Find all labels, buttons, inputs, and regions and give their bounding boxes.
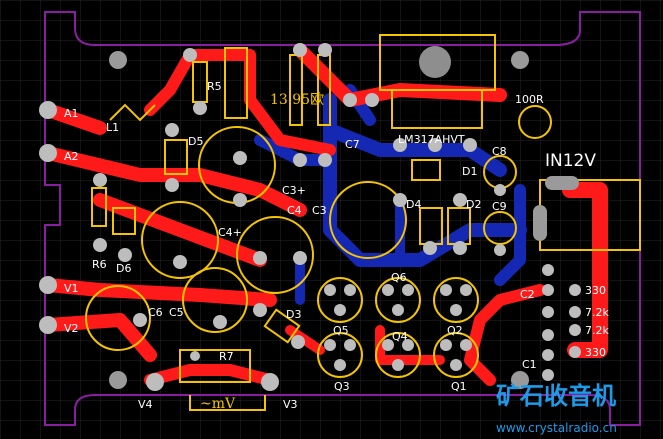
- label-r6: R6: [92, 258, 107, 271]
- label-c1: C1: [522, 358, 537, 371]
- label-q1: Q1: [451, 380, 467, 393]
- label-meter: ~mV: [200, 396, 236, 412]
- board-outline: [44, 11, 641, 426]
- label-c9: C9: [492, 200, 507, 213]
- label-d5: D5: [188, 135, 203, 148]
- label-v2: V2: [64, 322, 79, 335]
- label-100r: 100R: [515, 93, 544, 106]
- label-v3: V3: [283, 398, 298, 411]
- label-72k-b: 7.2k: [585, 324, 609, 337]
- label-c5: C5: [169, 306, 184, 319]
- label-q4: Q4: [392, 330, 408, 343]
- cap-c6-body: [85, 285, 151, 351]
- silkscreen: [85, 34, 641, 411]
- label-r7: R7: [219, 350, 234, 363]
- cap-c3b-body: [329, 181, 407, 259]
- label-v4: V4: [138, 398, 153, 411]
- cap-c4-body: [141, 201, 219, 279]
- label-value: 13.95欧: [270, 92, 324, 108]
- label-q6: Q6: [391, 271, 407, 284]
- label-c3: C3: [312, 204, 327, 217]
- label-q5: Q5: [333, 324, 349, 337]
- mounting-holes: [109, 51, 529, 389]
- label-a2: A2: [64, 150, 79, 163]
- label-330-a: 330: [585, 284, 606, 297]
- label-c4: C4: [287, 204, 302, 217]
- label-in12v: IN12V: [545, 151, 596, 171]
- top-copper-traces: [41, 43, 608, 386]
- label-q3: Q3: [334, 380, 350, 393]
- cap-c4b-body: [236, 216, 314, 294]
- label-c2: C2: [520, 288, 535, 301]
- label-d6: D6: [116, 262, 131, 275]
- label-c3p: C3+: [282, 184, 306, 197]
- label-330-b: 330: [585, 346, 606, 359]
- label-regulator: LM317AHVT: [398, 133, 465, 146]
- label-d3: D3: [286, 308, 301, 321]
- label-v1: V1: [64, 282, 79, 295]
- label-c4p: C4+: [218, 226, 242, 239]
- label-a1: A1: [64, 107, 79, 120]
- pads: [39, 43, 581, 391]
- watermark-url: www.crystalradio.cn: [496, 421, 617, 435]
- label-r5: R5: [207, 80, 222, 93]
- label-l1: L1: [106, 121, 119, 134]
- cap-c5-body: [182, 267, 248, 333]
- label-c8: C8: [492, 145, 507, 158]
- label-c7: C7: [345, 138, 360, 151]
- label-c6: C6: [148, 306, 163, 319]
- label-d2: D2: [466, 198, 481, 211]
- label-d1: D1: [462, 165, 477, 178]
- label-72k-a: 7.2k: [585, 306, 609, 319]
- watermark-title: 矿石收音机: [496, 382, 616, 410]
- label-d4: D4: [406, 198, 421, 211]
- label-q2: Q2: [447, 324, 463, 337]
- connector-pins: [533, 176, 579, 241]
